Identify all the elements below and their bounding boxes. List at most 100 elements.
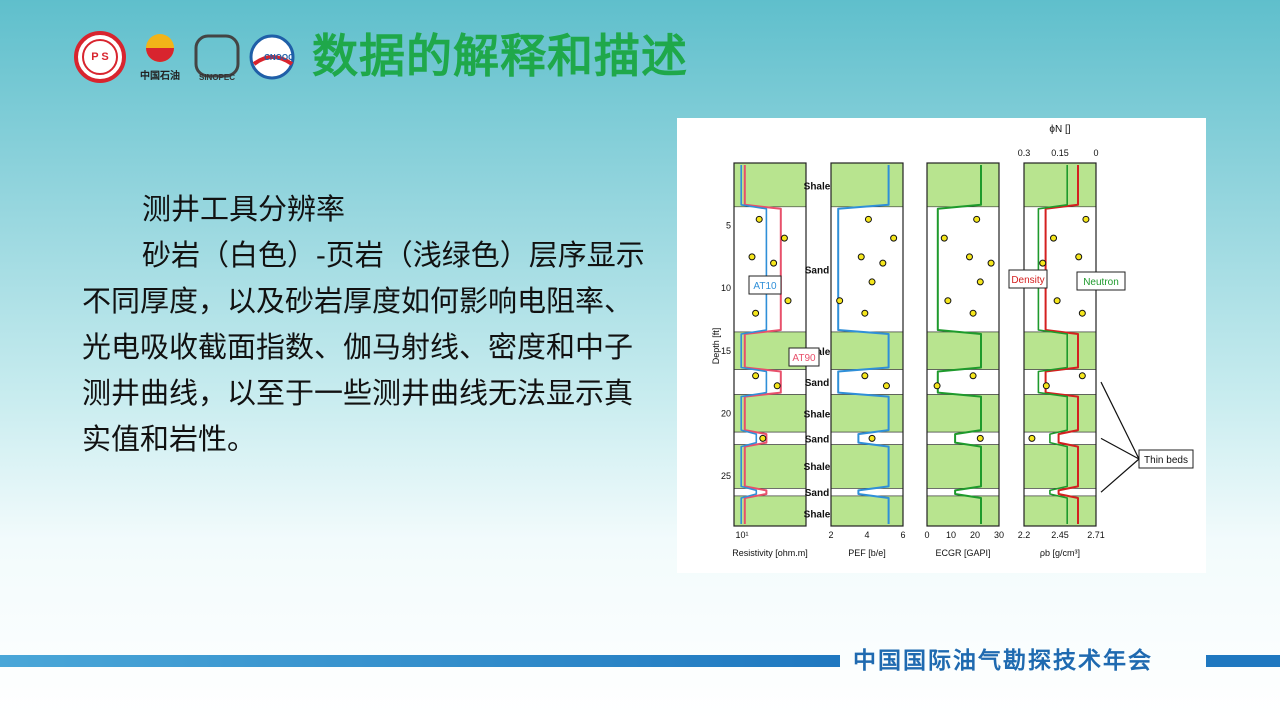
sample-dot-2-5	[944, 297, 952, 305]
top-axis-tick-1: 0.15	[1051, 148, 1069, 158]
layer-label-6: Shale	[804, 462, 831, 473]
log-layer-0-1	[733, 206, 807, 333]
layer-label-4: Shale	[804, 409, 831, 420]
callout-neutron-box	[1076, 271, 1126, 291]
body-heading: 测井工具分辨率	[142, 192, 346, 226]
log-layer-2-5	[926, 431, 1000, 445]
track-tick-2-1: 10	[946, 530, 956, 540]
log-layer-2-4	[926, 394, 1000, 433]
sample-dot-2-0	[973, 215, 981, 223]
sample-dot-1-4	[868, 278, 876, 286]
track-tick-1-2: 6	[900, 530, 905, 540]
layer-label-1: Sand	[805, 265, 829, 276]
sample-dot-2-4	[976, 278, 984, 286]
callout-at10-box	[748, 275, 782, 295]
sample-dot-0-9	[759, 434, 767, 442]
log-layer-1-8	[830, 495, 904, 527]
sample-dot-3-3	[1039, 259, 1047, 267]
log-layer-3-6	[1023, 444, 1097, 489]
thin-beds-arrow-0	[1100, 381, 1140, 460]
log-layer-0-3	[733, 369, 807, 395]
log-layer-1-6	[830, 444, 904, 489]
callout-thin-beds: Thin beds	[1144, 455, 1188, 466]
sample-dot-3-0	[1082, 215, 1090, 223]
callout-density-box	[1008, 269, 1048, 289]
footer-bar-right	[1206, 655, 1280, 667]
svg-text:P S: P S	[91, 51, 109, 63]
sample-dot-0-0	[755, 215, 763, 223]
callout-at10: AT10	[753, 281, 777, 292]
log-layer-0-7	[733, 488, 807, 497]
depth-tick-0: 5	[726, 221, 731, 231]
log-layer-1-4	[830, 394, 904, 433]
sample-dot-2-1	[940, 234, 948, 242]
track-tick-1-1: 4	[864, 530, 869, 540]
sample-dot-2-7	[969, 372, 977, 380]
sample-dot-1-7	[861, 372, 869, 380]
log-layer-3-8	[1023, 495, 1097, 527]
sample-dot-1-0	[864, 215, 872, 223]
cps-logo: P S	[74, 31, 126, 83]
pef-curve	[837, 165, 890, 524]
log-layer-2-6	[926, 444, 1000, 489]
layer-label-7: Sand	[805, 488, 829, 499]
log-layer-3-4	[1023, 394, 1097, 433]
log-layer-3-3	[1023, 369, 1097, 395]
track-xlabel-2: ECGR [GAPI]	[935, 548, 990, 558]
log-layer-1-0	[830, 162, 904, 208]
sample-dot-1-9	[868, 434, 876, 442]
body-text: 测井工具分辨率 砂岩（白色）-页岩（浅绿色）层序显示不同厚度，以及砂岩厚度如何影…	[82, 186, 652, 462]
callout-at90: AT90	[792, 353, 816, 364]
track-frame-1	[830, 162, 904, 527]
track-xlabel-1: PEF [b/e]	[848, 548, 886, 558]
log-layer-2-8	[926, 495, 1000, 527]
resistivity-deep-curve	[743, 165, 782, 524]
track-tick-2-2: 20	[970, 530, 980, 540]
thin-beds-arrow-2	[1100, 458, 1140, 493]
sinopec-logo: SINOPEC	[194, 34, 240, 82]
logos-svg: P S 中国石油 SINOPEC CNOOC	[74, 31, 295, 83]
cnooc-logo: CNOOC	[249, 34, 295, 80]
footer-bar	[0, 655, 840, 667]
depth-tick-4: 25	[721, 471, 731, 481]
depth-tick-1: 10	[721, 283, 731, 293]
sample-dot-2-8	[933, 382, 941, 390]
sample-dot-1-1	[890, 234, 898, 242]
sample-dot-1-6	[861, 309, 869, 317]
layer-label-0: Shale	[804, 182, 831, 193]
thin-beds-arrow-1	[1100, 437, 1140, 460]
callout-at90-box	[788, 347, 820, 367]
depth-axis-label: Depth [ft]	[711, 328, 721, 365]
sample-dot-3-5	[1053, 297, 1061, 305]
sample-dot-0-8	[773, 382, 781, 390]
track-xlabel-0: Resistivity [ohm.m]	[732, 548, 808, 558]
gr-curve	[936, 165, 982, 524]
log-layer-3-2	[1023, 331, 1097, 370]
track-tick-3-0: 2.2	[1018, 530, 1031, 540]
sample-dot-2-2	[965, 253, 973, 261]
track-frame-0	[733, 162, 807, 527]
density-curve	[1044, 165, 1079, 524]
sample-dot-3-1	[1050, 234, 1058, 242]
sample-dot-0-2	[748, 253, 756, 261]
track-frame-3	[1023, 162, 1097, 527]
page-title: 数据的解释和描述	[312, 29, 688, 83]
track-frame-2	[926, 162, 1000, 527]
neutron-curve	[1037, 165, 1068, 524]
callout-density: Density	[1011, 275, 1044, 286]
cnpc-logo: 中国石油	[140, 34, 180, 82]
track-tick-0-0: 10¹	[735, 530, 748, 540]
track-tick-3-2: 2.71	[1087, 530, 1105, 540]
sample-dot-3-6	[1078, 309, 1086, 317]
track-tick-3-1: 2.45	[1051, 530, 1069, 540]
sample-dot-0-5	[784, 297, 792, 305]
svg-text:SINOPEC: SINOPEC	[199, 73, 235, 82]
resistivity-shallow-curve	[740, 165, 768, 524]
track-tick-2-0: 0	[924, 530, 929, 540]
log-layer-0-5	[733, 431, 807, 445]
sample-dot-0-7	[752, 372, 760, 380]
top-axis-label: ϕN []	[1049, 124, 1070, 135]
sample-dot-1-5	[836, 297, 844, 305]
sample-dot-0-1	[780, 234, 788, 242]
